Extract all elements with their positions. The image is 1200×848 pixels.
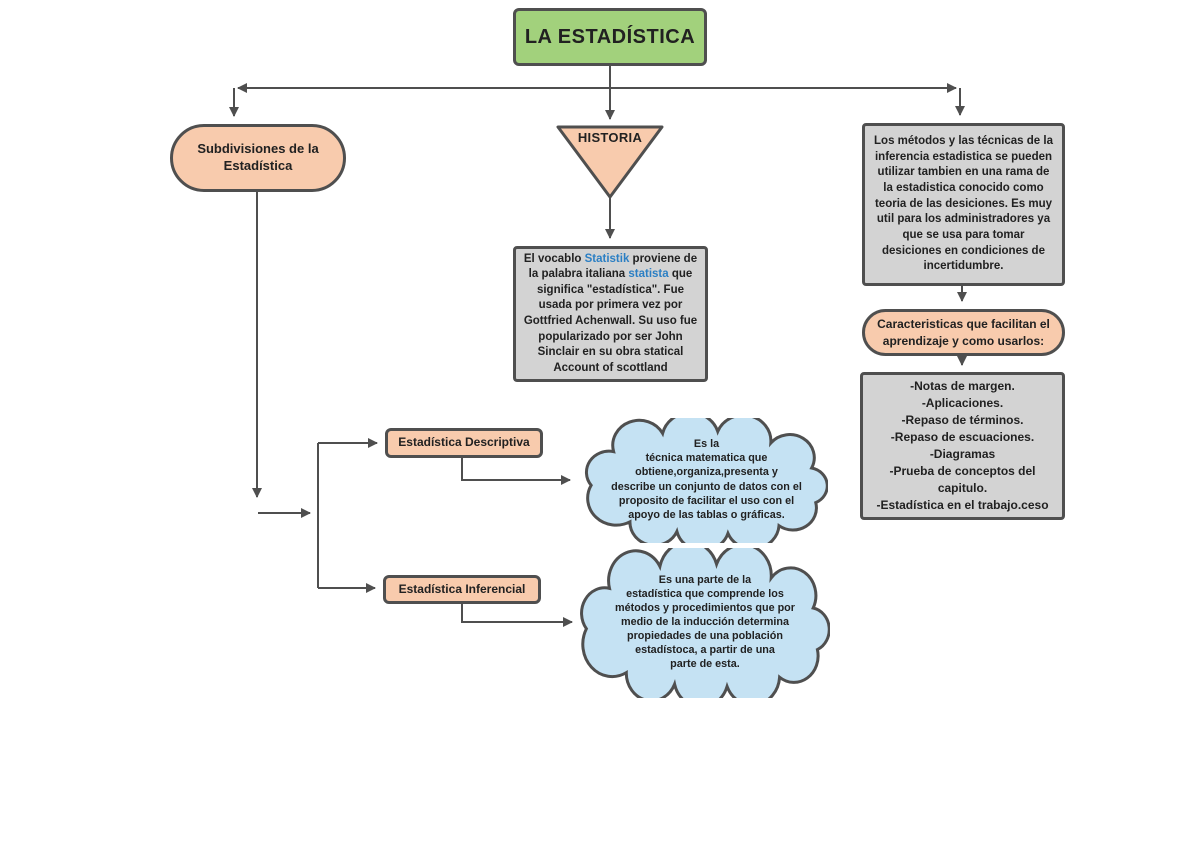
node-subdivisiones: Subdivisiones de la Estadística bbox=[170, 124, 346, 192]
historia-triangle-shape bbox=[556, 125, 664, 199]
connector bbox=[461, 604, 573, 627]
cloud-inferencial-text: Es una parte de la estadística que compr… bbox=[615, 573, 795, 671]
node-estadistica-inferencial: Estadística Inferencial bbox=[383, 575, 541, 604]
cloud-descriptiva-text: Es la técnica matematica que obtiene,org… bbox=[611, 438, 802, 521]
node-estadistica-descriptiva: Estadística Descriptiva bbox=[385, 428, 543, 458]
cloud-shape bbox=[582, 548, 830, 698]
historia-rich-text: El vocablo Statistik proviene de la pala… bbox=[523, 252, 698, 374]
connector bbox=[461, 458, 571, 485]
node-historia-label: HISTORIA bbox=[577, 130, 643, 145]
root-node-title: LA ESTADÍSTICA bbox=[513, 8, 707, 66]
cloud-descriptiva: Es la técnica matematica que obtiene,org… bbox=[583, 418, 828, 543]
node-caracteristicas: Caracteristicas que facilitan el aprendi… bbox=[862, 309, 1065, 356]
cloud-inferencial: Es una parte de la estadística que compr… bbox=[578, 548, 830, 698]
node-caracteristicas-list: -Notas de margen.-Aplicaciones.-Repaso d… bbox=[860, 372, 1065, 520]
cloud-shape bbox=[586, 418, 827, 543]
node-historia-text: El vocablo Statistik proviene de la pala… bbox=[513, 246, 708, 382]
node-metodos-text: Los métodos y las técnicas de la inferen… bbox=[862, 123, 1065, 286]
